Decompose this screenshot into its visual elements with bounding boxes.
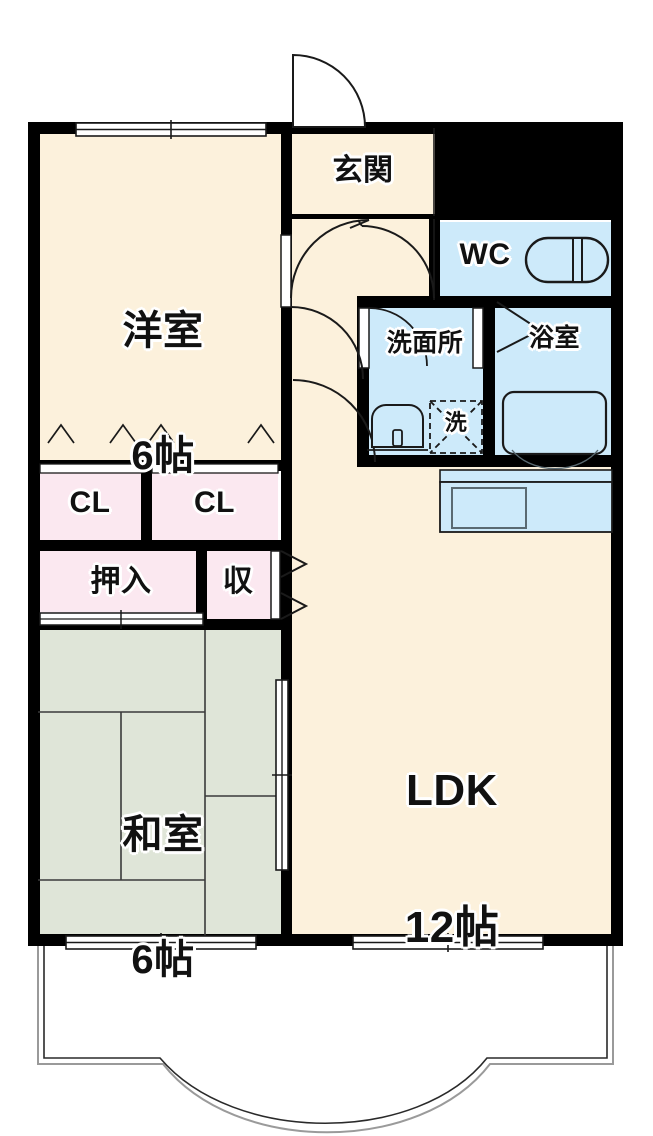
youshitsu-door-leaf[interactable]	[280, 234, 292, 308]
shuunou-fill[interactable]	[205, 549, 281, 621]
senmenjo-door-arc	[368, 307, 428, 367]
genkan-door-arc-left	[290, 219, 370, 299]
senmenjo-door-leaf-right[interactable]	[472, 307, 484, 369]
oshiire-sliding-doors[interactable]	[39, 610, 204, 629]
room-youshitsu-fill[interactable]	[38, 128, 288, 460]
washbasin-icon	[367, 404, 428, 451]
tatami-mats	[38, 630, 288, 945]
door-swings	[290, 53, 435, 463]
closet-right-fill[interactable]	[150, 470, 278, 542]
ldk-window[interactable]	[352, 933, 544, 952]
room-ldk-fill-upper[interactable]	[291, 461, 367, 481]
wall-senmenjo-lowleft	[357, 366, 369, 467]
wall-bathblock-bottom-right	[483, 455, 613, 467]
washing-machine-icon	[429, 400, 483, 454]
wall-bath-divider-lower	[483, 366, 495, 467]
youshitsu-window[interactable]	[75, 120, 267, 139]
room-fills	[38, 128, 613, 945]
youshitsu-door-arc	[290, 306, 364, 380]
wall-bath-divider-upper	[483, 300, 495, 366]
genkan-door-arc-right	[361, 225, 435, 299]
wall-hall-ldk-left	[281, 460, 292, 540]
wall-genkan-bottom	[291, 214, 435, 219]
wall-oshiire-divider	[196, 545, 207, 624]
washitsu-fusuma[interactable]	[272, 679, 292, 871]
closet-right-door[interactable]	[151, 463, 279, 474]
room-washitsu-fill[interactable]	[38, 630, 288, 945]
wall-outer-top-right	[291, 122, 623, 134]
room-genkan-fill[interactable]	[291, 128, 435, 218]
closet-left-door[interactable]	[39, 463, 142, 474]
entrance-door-arc	[292, 53, 367, 128]
closet-left-fill[interactable]	[38, 470, 143, 542]
shuunou-folding-doors[interactable]	[270, 550, 309, 620]
bathtub-icon	[501, 390, 608, 470]
pipe-shaft-block	[435, 128, 613, 220]
senmenjo-door-leaf[interactable]	[358, 307, 370, 369]
bath-folding-door[interactable]	[496, 301, 542, 353]
toilet-icon	[524, 236, 610, 284]
kitchen-sink-icon	[439, 469, 613, 533]
wall-outer-right	[611, 128, 623, 946]
wall-bathblock-bottom	[357, 455, 493, 467]
closet-hanger-marks	[47, 423, 275, 444]
room-ldk-fill[interactable]	[291, 461, 613, 945]
wall-cl-divider	[141, 465, 152, 545]
wall-outer-left	[28, 128, 40, 946]
balcony[interactable]	[37, 946, 614, 1134]
genkan-door-leaf-right	[357, 219, 363, 227]
oshiire-fill[interactable]	[38, 549, 205, 621]
wall-closet-mid	[28, 540, 281, 551]
washitsu-window[interactable]	[65, 933, 257, 952]
